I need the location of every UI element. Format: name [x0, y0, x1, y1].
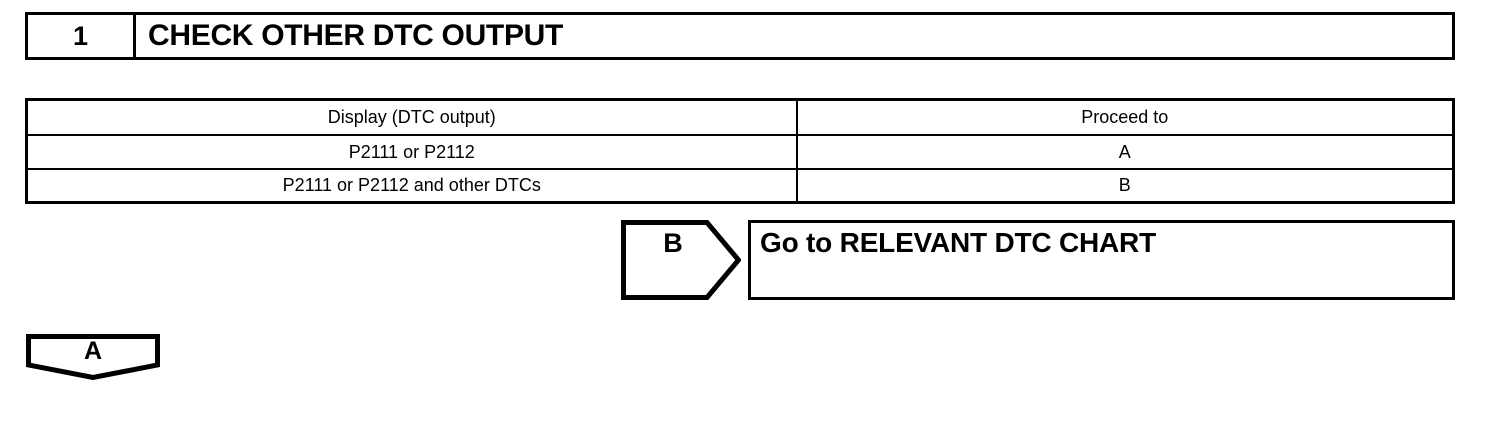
cell-display-value: P2111 or P2112 and other DTCs [25, 167, 798, 204]
table-row: P2111 or P2112 A [25, 133, 1455, 170]
step-title-cell: CHECK OTHER DTC OUTPUT [136, 15, 1452, 57]
step-title: CHECK OTHER DTC OUTPUT [148, 19, 564, 52]
table-row: P2111 or P2112 and other DTCs B [25, 167, 1455, 204]
instruction-text: Go to RELEVANT DTC CHART [760, 227, 1156, 258]
arrow-right-pentagon-icon [621, 220, 741, 300]
branch-arrow-label: B [663, 227, 683, 258]
step-number-cell: 1 [28, 15, 136, 57]
step-number: 1 [72, 20, 89, 51]
branch-arrow-b: B [621, 220, 741, 300]
cell-proceed-to-value: B [795, 167, 1455, 204]
dtc-result-table: Display (DTC output) Proceed to P2111 or… [25, 98, 1455, 204]
column-header-display: Display (DTC output) [25, 98, 798, 136]
cell-proceed-to-value: A [795, 133, 1455, 170]
column-header-proceed-to: Proceed to [795, 98, 1455, 136]
cell-display-value: P2111 or P2112 [25, 133, 798, 170]
connector-down-pentagon-icon [26, 334, 160, 380]
connector-tag-a: A [26, 334, 160, 380]
step-header-bar: 1 CHECK OTHER DTC OUTPUT [25, 12, 1455, 60]
instruction-box: Go to RELEVANT DTC CHART [748, 220, 1455, 300]
connector-tag-label: A [83, 336, 103, 365]
table-header-row: Display (DTC output) Proceed to [25, 98, 1455, 136]
